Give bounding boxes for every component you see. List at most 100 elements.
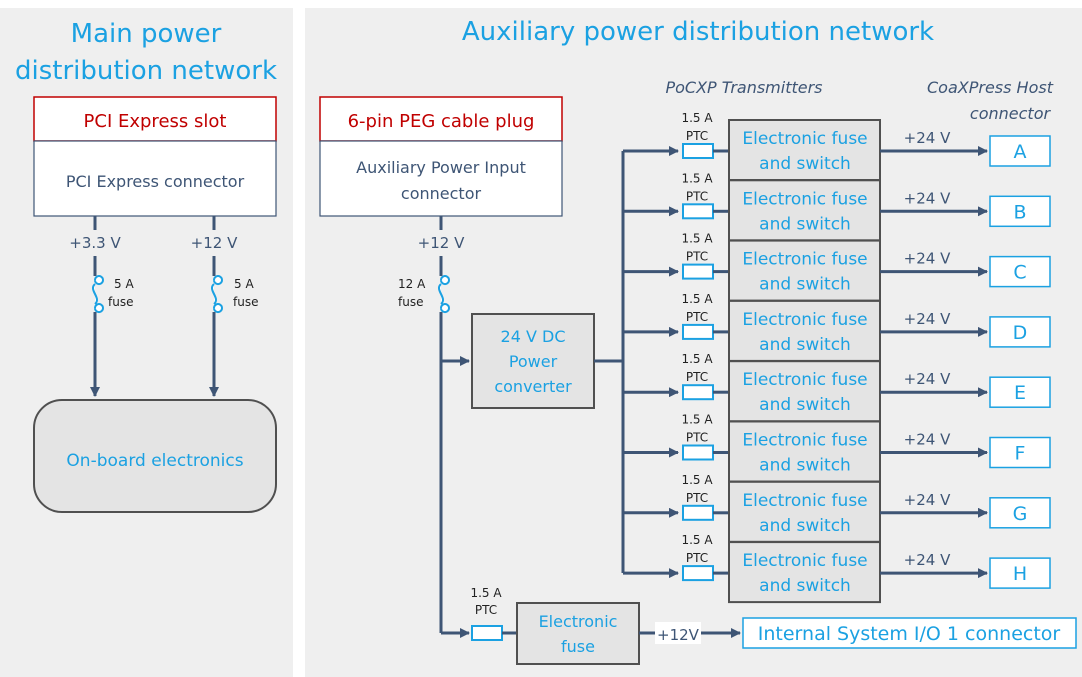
efuse-label-line1: Electronic fuse <box>742 189 867 209</box>
converter-box <box>471 313 595 409</box>
ptc-rating: 1.5 A <box>681 292 713 306</box>
peg-plug-label: 6-pin PEG cable plug <box>348 111 535 132</box>
ptc-rating: 1.5 A <box>681 473 713 487</box>
ptc-icon <box>682 323 714 340</box>
efuse-label-line2: and switch <box>759 275 851 295</box>
onboard-electronics-label: On-board electronics <box>66 451 243 471</box>
efuse-label-line1: Electronic fuse <box>742 250 867 270</box>
ptc-label: PTC <box>686 189 708 203</box>
host-header-line1: CoaXPress Host <box>927 78 1054 97</box>
io-voltage-label: +12V <box>657 626 700 644</box>
io-voltage-bg <box>655 622 701 644</box>
io-ptc-icon <box>471 625 503 641</box>
ptc-rating: 1.5 A <box>681 111 713 125</box>
main-title-line2: distribution network <box>15 56 277 86</box>
efuse-label-line1: Electronic fuse <box>742 491 867 511</box>
ptc-label: PTC <box>686 310 708 324</box>
aux-input-label-line1: Auxiliary Power Input <box>356 158 526 177</box>
efuse-label-line2: and switch <box>759 154 851 174</box>
ptc-rating: 1.5 A <box>681 413 713 427</box>
converter-label-line3: converter <box>494 377 572 396</box>
host-port-box <box>989 497 1051 529</box>
host-port-label: B <box>1013 201 1026 223</box>
pci-connector-label: PCI Express connector <box>66 172 245 191</box>
aux-input-label-line2: connector <box>401 184 482 203</box>
host-port-box <box>989 316 1051 348</box>
io-connector-label: Internal System I/O 1 connector <box>758 623 1061 645</box>
voltage-label: +24 V <box>904 189 951 207</box>
peg-plug-box <box>319 96 563 142</box>
host-port-box <box>989 376 1051 408</box>
ptc-icon <box>682 565 714 582</box>
voltage-label: +24 V <box>904 370 951 388</box>
io-ptc-label: PTC <box>475 603 497 617</box>
ptc-rating: 1.5 A <box>681 171 713 185</box>
ptc-icon <box>682 263 714 280</box>
ptc-icon <box>682 504 714 521</box>
aux-fuse-icon <box>438 275 450 314</box>
pci-connector-box <box>33 140 277 217</box>
aux-title: Auxiliary power distribution network <box>462 17 934 47</box>
efuse-label-line2: and switch <box>759 395 851 415</box>
host-port-label: H <box>1013 563 1027 585</box>
ptc-rating: 1.5 A <box>681 232 713 246</box>
fuse-12v-rating: 5 A <box>234 277 254 291</box>
converter-label-line1: 24 V DC <box>501 327 566 346</box>
host-port-label: F <box>1015 443 1026 465</box>
onboard-electronics-box <box>33 399 277 513</box>
io-fuse-label-line2: fuse <box>561 637 595 656</box>
transmitters-header: PoCXP Transmitters <box>665 78 822 97</box>
host-port-label: D <box>1013 322 1028 344</box>
voltage-label: +24 V <box>904 551 951 569</box>
ptc-rating: 1.5 A <box>681 352 713 366</box>
voltage-label: +24 V <box>904 431 951 449</box>
voltage-12v-label: +12 V <box>191 234 238 252</box>
efuse-box <box>728 179 881 242</box>
host-header-line2: connector <box>970 104 1052 123</box>
host-port-box <box>989 255 1051 288</box>
ptc-icon <box>682 143 714 159</box>
efuse-box <box>728 541 881 604</box>
fuse-3v3-label: fuse <box>108 295 133 309</box>
pci-slot-label: PCI Express slot <box>84 111 227 132</box>
main-title-line1: Main power <box>71 19 222 49</box>
ptc-rating: 1.5 A <box>681 533 713 547</box>
fuse-3v3-rating: 5 A <box>114 277 134 291</box>
aux-fuse-rating: 12 A <box>398 277 426 291</box>
efuse-box <box>728 360 881 423</box>
efuse-label-line2: and switch <box>759 456 851 476</box>
aux-fuse-label: fuse <box>398 295 423 309</box>
ptc-icon <box>682 444 714 461</box>
ptc-label: PTC <box>686 129 708 143</box>
ptc-label: PTC <box>686 250 708 264</box>
host-port-label: E <box>1014 382 1026 404</box>
aux-voltage-label: +12 V <box>418 234 465 252</box>
voltage-label: +24 V <box>904 491 951 509</box>
efuse-label-line1: Electronic fuse <box>742 310 867 330</box>
io-fuse-label-line1: Electronic <box>539 612 618 631</box>
voltage-label: +24 V <box>904 310 951 328</box>
voltage-label: +24 V <box>904 250 951 268</box>
efuse-label-line2: and switch <box>759 516 851 536</box>
fuse-12v-label: fuse <box>233 295 258 309</box>
ptc-label: PTC <box>686 491 708 505</box>
host-port-label: G <box>1013 503 1028 525</box>
efuse-label-line2: and switch <box>759 214 851 234</box>
io-ptc-rating: 1.5 A <box>470 586 502 600</box>
efuse-label-line1: Electronic fuse <box>742 370 867 390</box>
fuse-12v-icon <box>211 275 223 314</box>
fuse-3v3-icon <box>92 275 104 314</box>
efuse-label-line1: Electronic fuse <box>742 431 867 451</box>
efuse-label-line1: Electronic fuse <box>742 129 867 149</box>
voltage-3v3-label: +3.3 V <box>69 234 121 252</box>
ptc-label: PTC <box>686 370 708 384</box>
converter-label-line2: Power <box>509 352 558 371</box>
efuse-box <box>728 480 881 543</box>
aux-input-box <box>319 140 563 217</box>
efuse-box <box>728 299 881 362</box>
ptc-label: PTC <box>686 431 708 445</box>
efuse-label-line1: Electronic fuse <box>742 551 867 571</box>
host-port-box <box>989 135 1051 167</box>
